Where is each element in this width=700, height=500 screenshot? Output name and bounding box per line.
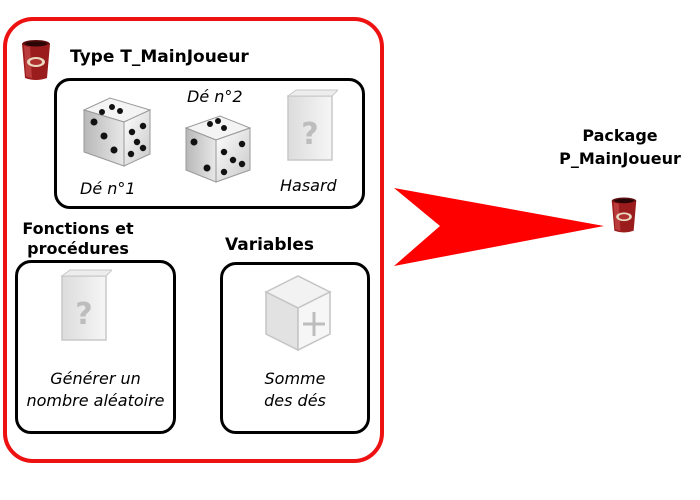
variables-item-line2: des dés — [264, 391, 326, 410]
die1-label: Dé n°1 — [80, 179, 136, 198]
package-label-line2: P_MainJoueur — [559, 149, 681, 168]
variables-box — [220, 262, 370, 434]
variables-heading: Variables — [225, 235, 315, 255]
coffee-cup-icon — [22, 40, 50, 80]
svg-text:?: ? — [75, 297, 92, 332]
functions-item-line1: Générer un — [50, 369, 141, 388]
die-five-icon — [184, 115, 252, 183]
variables-item: Somme des dés — [222, 368, 368, 412]
functions-heading: Fonctions et procédures — [14, 219, 142, 259]
type-container-frame — [3, 17, 384, 463]
variables-item-line1: Somme — [264, 369, 326, 388]
functions-heading-line2: procédures — [27, 239, 129, 258]
question-box-icon: ? — [60, 269, 112, 341]
question-box-icon: ? — [286, 89, 338, 161]
plus-box-icon — [264, 275, 332, 352]
coffee-cup-icon — [611, 197, 637, 233]
functions-item-line2: nombre aléatoire — [26, 391, 165, 410]
type-title: Type T_MainJoueur — [70, 47, 249, 67]
functions-item: Générer un nombre aléatoire — [18, 368, 173, 412]
functions-box — [15, 260, 176, 434]
die-four-icon — [82, 97, 152, 167]
die2-label: Dé n°2 — [187, 87, 243, 106]
package-label: Package P_MainJoueur — [540, 124, 700, 170]
functions-heading-line1: Fonctions et — [22, 219, 134, 238]
random-label: Hasard — [280, 176, 337, 195]
package-label-line1: Package — [582, 126, 658, 145]
type-fields-box — [54, 78, 365, 209]
red-arrow — [394, 188, 604, 266]
svg-text:?: ? — [301, 117, 318, 152]
